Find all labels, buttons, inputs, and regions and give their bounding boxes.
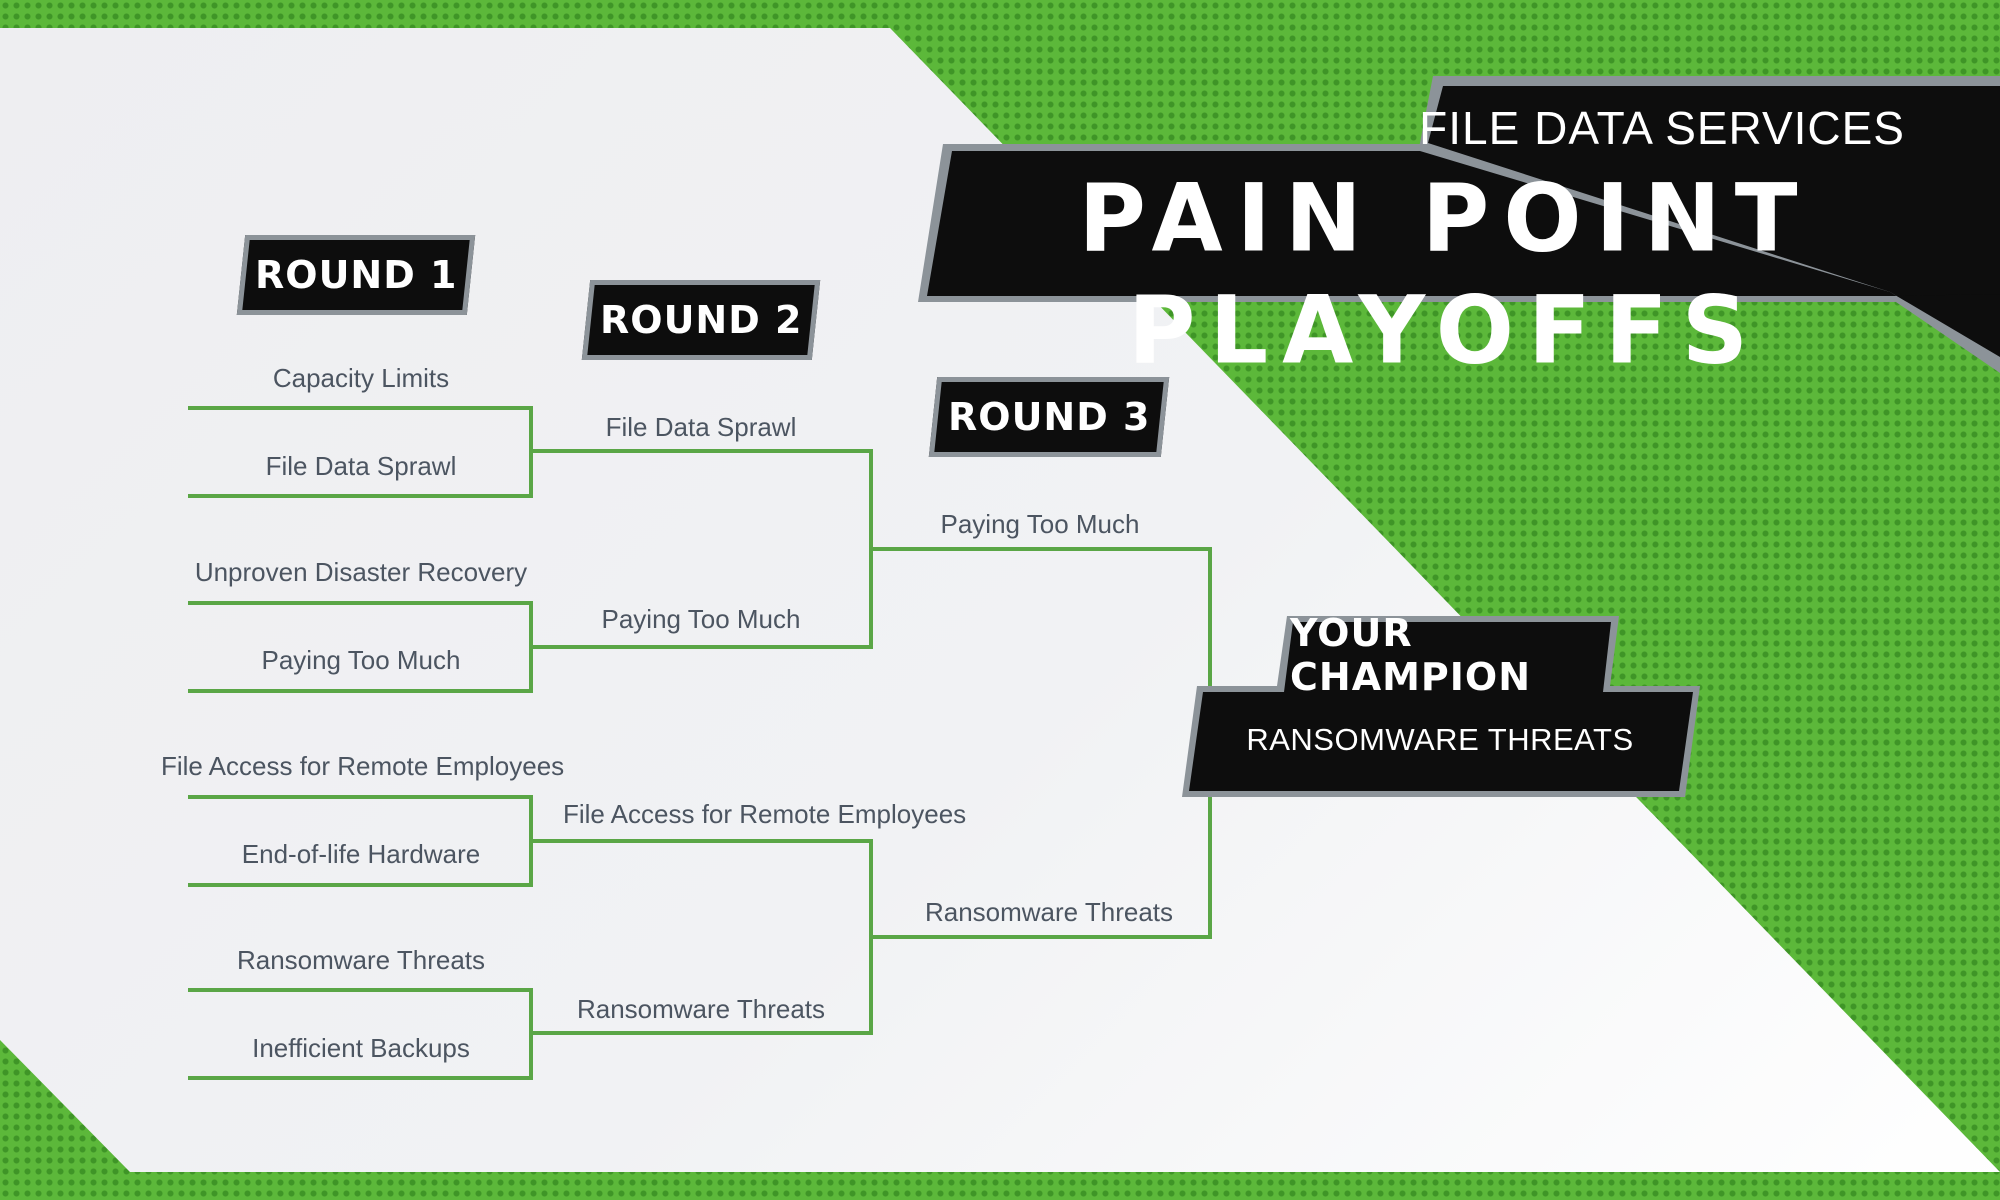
round3-entry: Paying Too Much — [940, 509, 1140, 539]
round1-entry: Unproven Disaster Recovery — [194, 557, 528, 587]
round3-entry: Ransomware Threats — [924, 897, 1174, 927]
round2-entry: Ransomware Threats — [576, 994, 826, 1024]
round1-entry: Paying Too Much — [261, 645, 461, 675]
round1-entry: File Access for Remote Employees — [161, 751, 565, 781]
round1-entry: Ransomware Threats — [236, 945, 486, 975]
page-title: PAIN POINT PLAYOFFS — [1078, 163, 1812, 386]
round1-entry: File Data Sprawl — [265, 451, 457, 481]
round1-entry: Inefficient Backups — [252, 1033, 470, 1063]
round2-entry: File Data Sprawl — [605, 412, 797, 442]
round2-entry: File Access for Remote Employees — [563, 799, 967, 829]
title-subtitle: FILE DATA SERVICES — [1419, 102, 1905, 154]
round1-entry: Capacity Limits — [272, 363, 450, 393]
round2-entry: Paying Too Much — [601, 604, 801, 634]
round1-entry: End-of-life Hardware — [241, 839, 481, 869]
champion-label: YOUR CHAMPION — [1290, 611, 1532, 699]
champion-value: RANSOMWARE THREATS — [1246, 722, 1634, 757]
